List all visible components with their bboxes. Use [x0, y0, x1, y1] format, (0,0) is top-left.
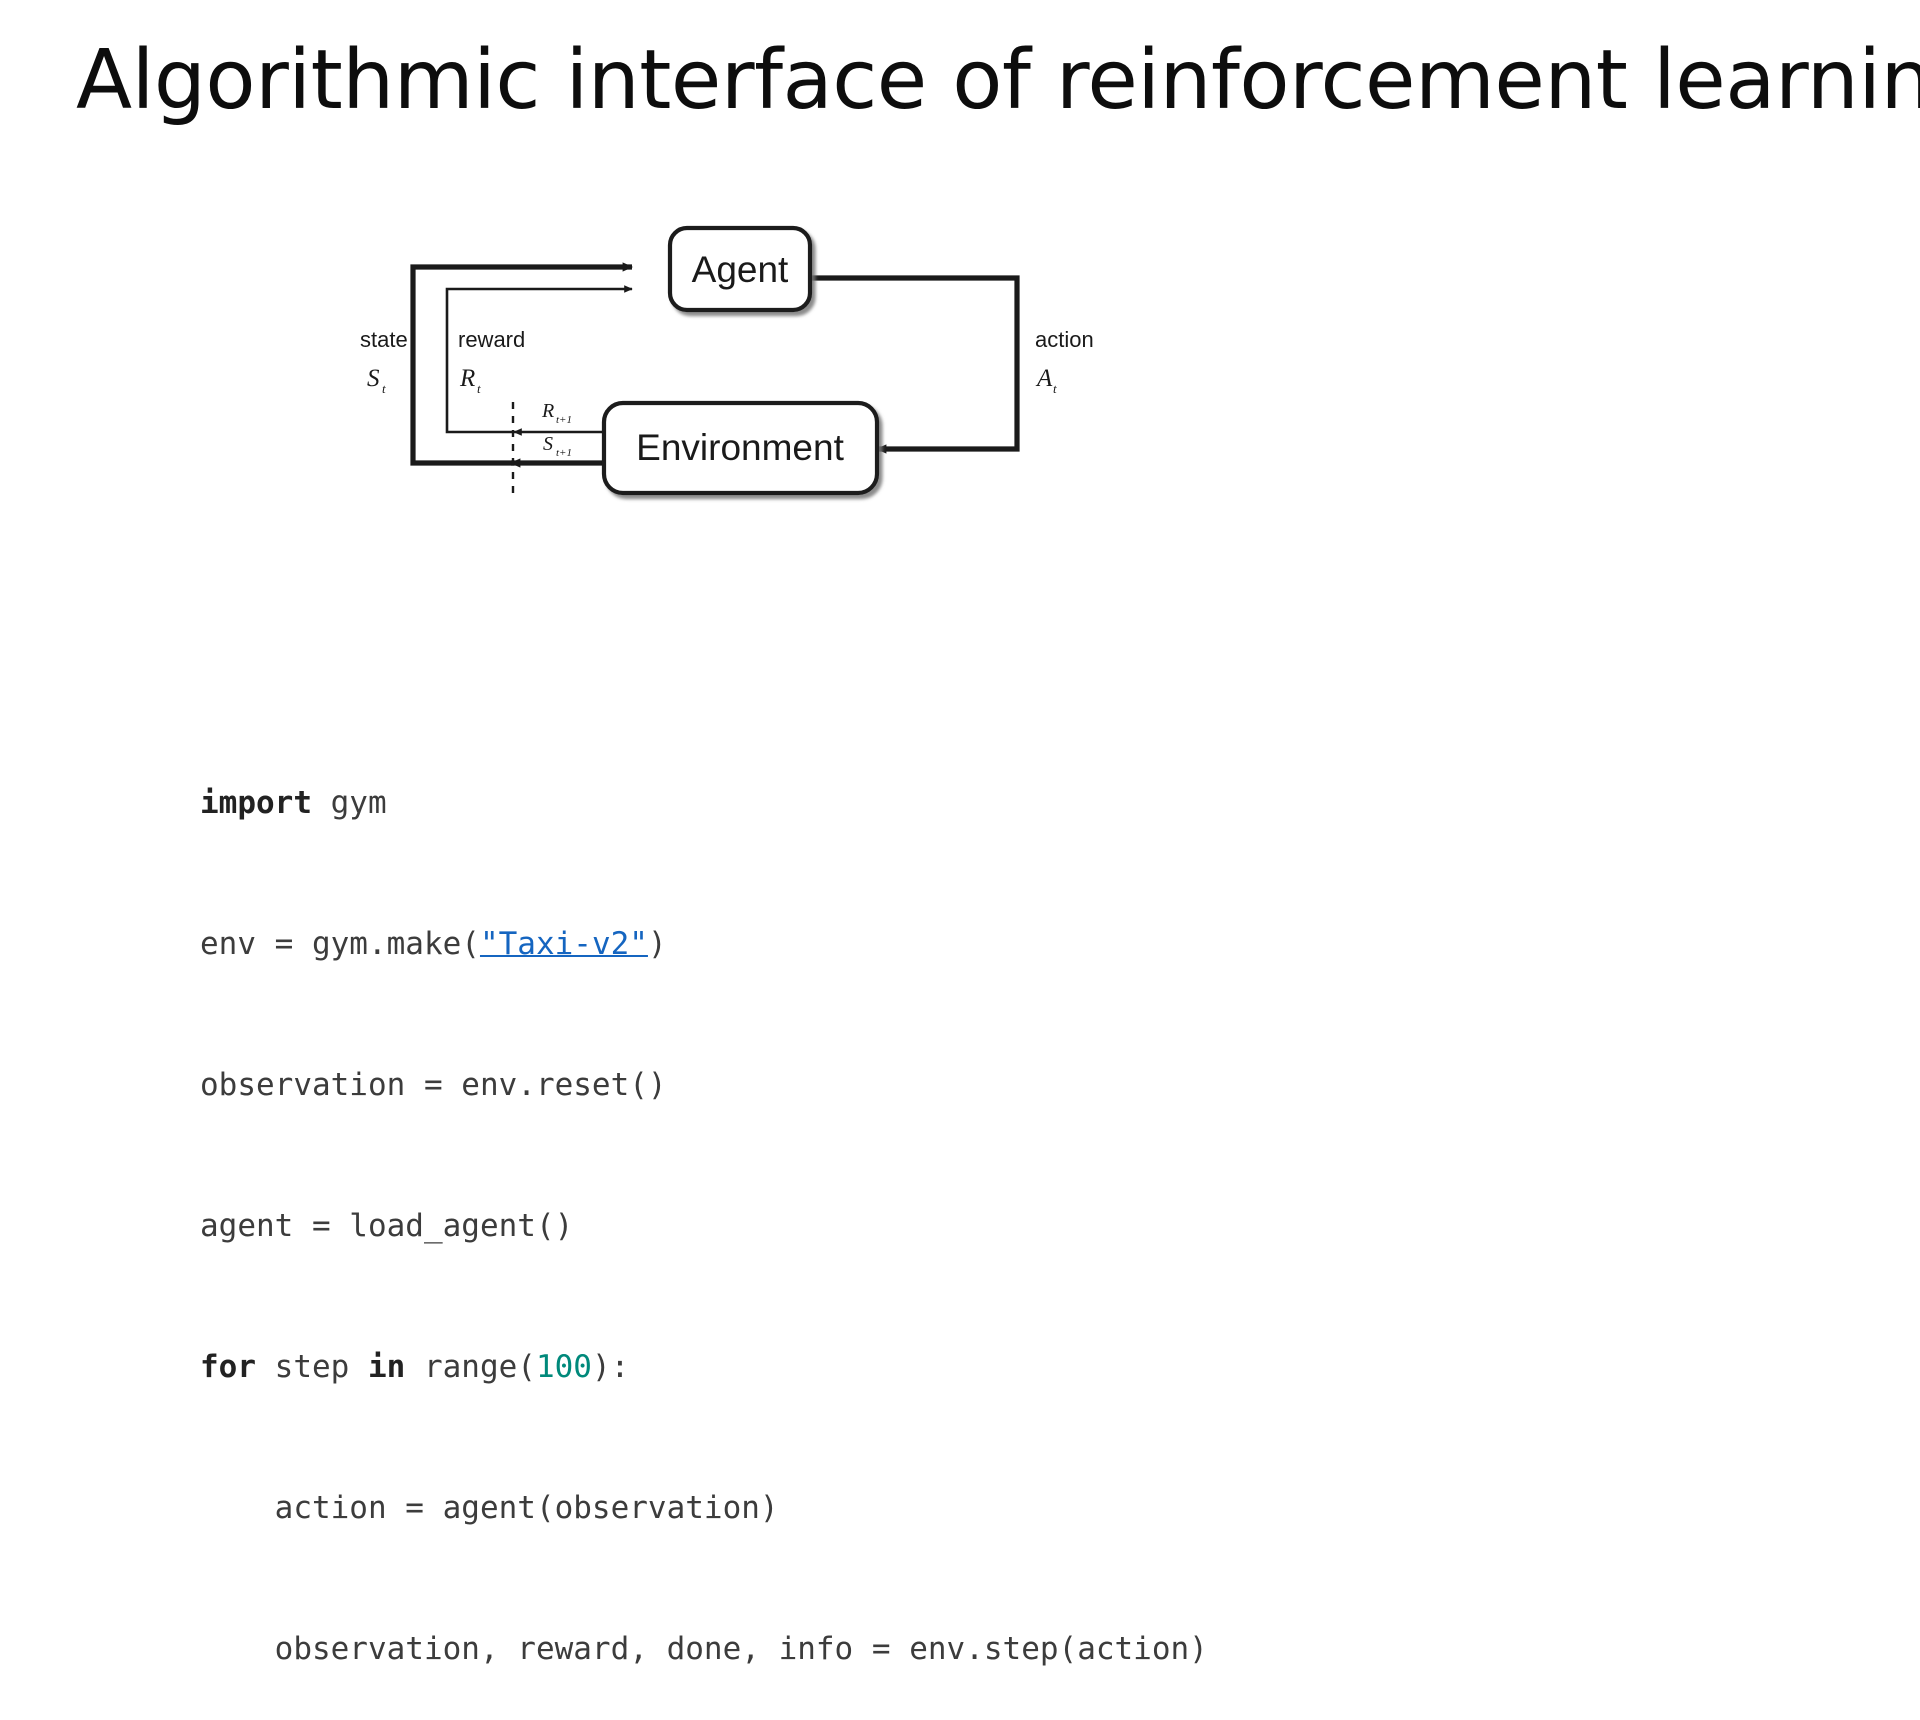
- edge-label-state-subscript: t: [382, 381, 386, 396]
- code-keyword-for: for: [200, 1349, 256, 1385]
- edge-label-next-state-symbol: S: [543, 433, 553, 455]
- code-keyword-in: in: [367, 1349, 406, 1385]
- code-line-4: agent = load_agent(): [200, 1208, 574, 1244]
- page-title: Algorithmic interface of reinforcement l…: [76, 33, 1920, 128]
- edge-label-next-reward-symbol: R: [541, 400, 554, 422]
- node-environment-label: Environment: [636, 427, 844, 468]
- edge-action: [810, 275, 1020, 454]
- node-environment: Environment: [601, 400, 880, 496]
- edge-label-next-reward: R t+1: [541, 400, 572, 426]
- rl-interaction-diagram: Agent Environment state S t reward R t a…: [360, 210, 1180, 540]
- code-link-taxi-v2[interactable]: "Taxi-v2": [479, 926, 648, 962]
- node-agent-label: Agent: [692, 249, 789, 290]
- edge-label-action-subscript: t: [1053, 381, 1057, 396]
- edge-label-state-word: state: [360, 327, 408, 352]
- code-line-2: env = gym.make("Taxi-v2"): [200, 921, 1208, 968]
- edge-reward: [445, 285, 633, 434]
- edge-label-action-word: action: [1035, 327, 1094, 352]
- code-text: step: [256, 1349, 368, 1385]
- edge-label-reward: reward R t: [458, 327, 525, 396]
- edge-label-reward-symbol: R: [459, 365, 475, 392]
- code-text: ): [647, 926, 667, 962]
- code-number-100: 100: [535, 1349, 592, 1385]
- edge-label-action-symbol: A: [1035, 365, 1053, 392]
- edge-label-reward-subscript: t: [477, 381, 481, 396]
- code-text: ):: [591, 1349, 630, 1385]
- edge-label-state-symbol: S: [367, 365, 380, 392]
- edge-label-next-reward-subscript: t+1: [556, 414, 572, 426]
- edge-state: [410, 262, 634, 466]
- code-line-7: observation, reward, done, info = env.st…: [200, 1631, 1208, 1667]
- code-keyword-import: import: [200, 785, 312, 821]
- node-agent: Agent: [667, 225, 813, 313]
- edge-label-state: state S t: [360, 327, 408, 396]
- code-line-6: action = agent(observation): [200, 1490, 779, 1526]
- code-line-5: for step in range(100):: [200, 1344, 1208, 1391]
- code-line-1: import gym: [200, 780, 1208, 827]
- edge-label-reward-word: reward: [458, 327, 525, 352]
- edge-label-next-state-subscript: t+1: [556, 447, 572, 459]
- code-line-3: observation = env.reset(): [200, 1067, 667, 1103]
- code-text: gym: [311, 785, 387, 821]
- edge-label-action: action A t: [1035, 327, 1094, 396]
- code-text: env = gym.make(: [200, 926, 480, 962]
- edge-label-next-state: S t+1: [543, 433, 572, 459]
- code-text: range(: [405, 1349, 536, 1385]
- code-sample: import gym env = gym.make("Taxi-v2") obs…: [200, 686, 1208, 1720]
